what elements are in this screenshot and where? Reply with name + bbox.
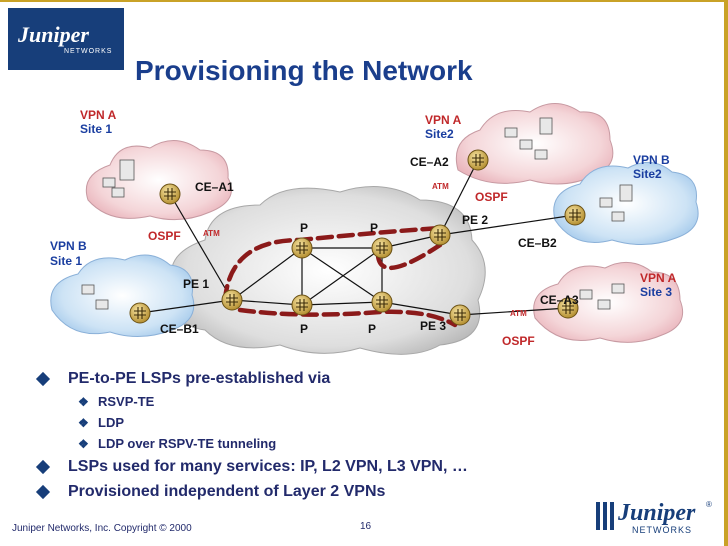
vpn-b-site2-site: Site2: [633, 167, 662, 181]
vpn-a-site2-vpn: VPN A: [425, 113, 462, 127]
sub-bullet-icon: ❖: [78, 395, 89, 409]
label-ce-b2: CE–B2: [518, 236, 557, 250]
router-ce-a1: [159, 183, 181, 205]
sub-bullet-icon: ❖: [78, 437, 89, 451]
ospf-label-site3: OSPF: [502, 334, 535, 348]
footer-copyright: Juniper Networks, Inc. Copyright © 2000: [12, 523, 192, 534]
vpn-a-site3-site: Site 3: [640, 285, 672, 299]
sub-bullet-text: LDP over RSPV-TE tunneling: [98, 436, 277, 451]
router-p-top-left: [291, 237, 313, 259]
right-accent-bar: [724, 0, 728, 546]
label-pe3: PE 3: [420, 319, 446, 333]
bottom-logo-reg: ®: [706, 500, 712, 509]
logo-brand: Juniper: [18, 22, 89, 47]
juniper-logo: Juniper NETWORKS: [8, 8, 124, 70]
atm-label-site3: ATM: [510, 309, 527, 318]
logo-sub: NETWORKS: [64, 48, 113, 55]
vpn-a-site2-site: Site2: [425, 127, 454, 141]
network-links: [139, 159, 576, 316]
bullet-text: Provisioned independent of Layer 2 VPNs: [68, 483, 386, 500]
site2-computers-icon: [504, 117, 553, 160]
top-accent-bar: [0, 0, 728, 2]
label-p-top-right: P: [370, 221, 378, 235]
router-p-top-right: [371, 237, 393, 259]
page-number: 16: [360, 521, 372, 532]
cloud-vpn-a-site2: [455, 103, 614, 185]
router-p-bottom-right: [371, 291, 393, 313]
router-pe1: [221, 289, 243, 311]
ospf-label-site2: OSPF: [475, 190, 508, 204]
sub-bullet-text: LDP: [98, 415, 124, 430]
label-p-top-left: P: [300, 221, 308, 235]
label-p-bottom-right: P: [368, 322, 376, 336]
router-pe3: [449, 304, 471, 326]
sub-bullet-icon: ❖: [78, 416, 89, 430]
vpn-b-site1-vpn: VPN B: [50, 239, 87, 253]
router-p-bottom-left: [291, 294, 313, 316]
bullet-text: LSPs used for many services: IP, L2 VPN,…: [68, 458, 468, 475]
label-ce-a3: CE–A3: [540, 293, 579, 307]
router-ce-b2: [564, 204, 586, 226]
juniper-mark-icon: [596, 502, 614, 530]
sub-bullet-text: RSVP-TE: [98, 394, 155, 409]
label-pe1: PE 1: [183, 277, 209, 291]
router-ce-a2: [467, 149, 489, 171]
atm-label-site1: ATM: [203, 229, 220, 238]
router-pe2: [429, 224, 451, 246]
site3-computers-icon: [579, 283, 625, 310]
label-ce-b1: CE–B1: [160, 322, 199, 336]
vpn-b-site1-site: Site 1: [50, 254, 82, 268]
label-p-bottom-left: P: [300, 322, 308, 336]
cloud-vpn-b-site1: [50, 254, 195, 338]
vpnb-site2-computers-icon: [599, 184, 633, 222]
bullet-text: PE-to-PE LSPs pre-established via: [68, 370, 331, 387]
label-ce-a1: CE–A1: [195, 180, 234, 194]
site1-computers-icon: [102, 159, 135, 198]
label-pe2: PE 2: [462, 213, 488, 227]
vpn-a-site3-vpn: VPN A: [640, 271, 677, 285]
ospf-label-site1: OSPF: [148, 229, 181, 243]
cloud-vpn-b-site2: [553, 161, 699, 246]
atm-label-site2: ATM: [432, 182, 449, 191]
router-ce-b1: [129, 302, 151, 324]
bottom-logo-brand: Juniper: [618, 500, 696, 526]
slide-title: Provisioning the Network: [135, 55, 473, 86]
vpn-a-site1-vpn: VPN A: [80, 108, 117, 122]
bottom-logo-sub: NETWORKS: [632, 525, 693, 535]
vpn-b-site2-vpn: VPN B: [633, 153, 670, 167]
vpn-a-site1-site: Site 1: [80, 122, 112, 136]
label-ce-a2: CE–A2: [410, 155, 449, 169]
vpnb-site1-computers-icon: [81, 284, 109, 310]
